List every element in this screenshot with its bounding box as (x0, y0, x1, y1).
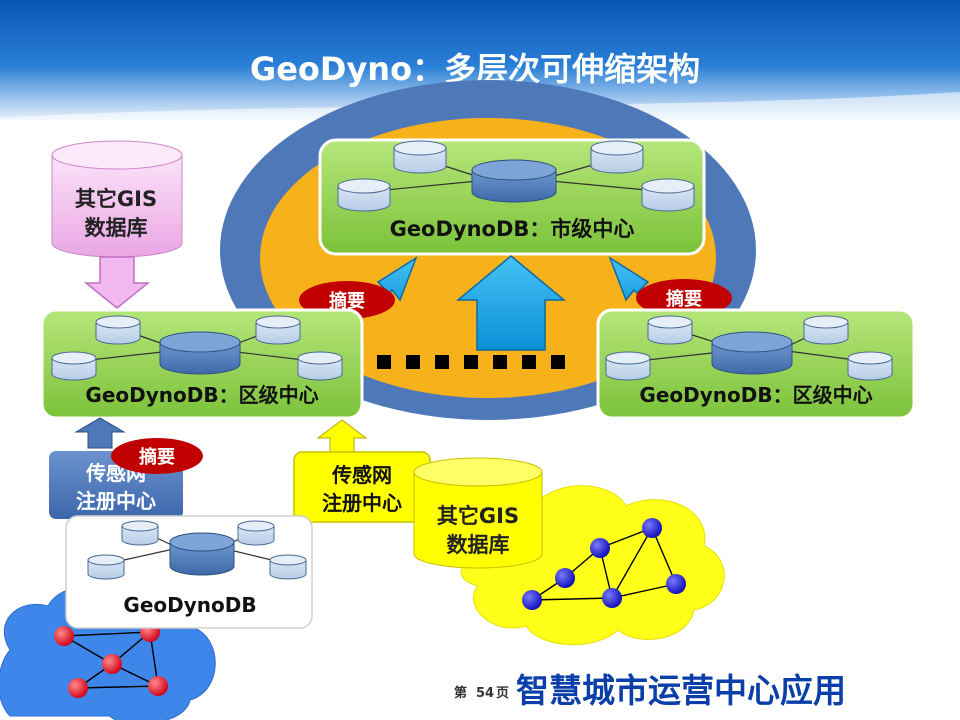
arrow-down-pink (83, 256, 151, 309)
database-icon (590, 140, 644, 174)
other-gis-db-top: 其它GIS 数据库 (51, 140, 183, 258)
database-icon (641, 178, 695, 212)
central-database-icon (169, 532, 235, 576)
page-suffix: 页 (496, 686, 509, 701)
database-icon (51, 351, 97, 381)
database-icon (237, 520, 275, 546)
arrow-up-blue-small (74, 417, 126, 449)
page-number: 54 (476, 686, 494, 701)
database-icon (337, 178, 391, 212)
database-icon (647, 315, 693, 345)
svg-text:摘要: 摘要 (666, 288, 702, 310)
svg-text:GeoDynoDB：区级中心: GeoDynoDB：区级中心 (639, 383, 872, 407)
database-icon (255, 315, 301, 345)
svg-text:其它GIS: 其它GIS (437, 504, 519, 528)
city-center-node: GeoDynoDB：市级中心 (318, 138, 706, 256)
central-database-icon (159, 331, 241, 375)
svg-text:摘要: 摘要 (139, 446, 175, 468)
summary-badge: 摘要 (636, 279, 732, 317)
svg-text:摘要: 摘要 (329, 290, 365, 312)
database-icon (269, 554, 307, 580)
database-icon (297, 351, 343, 381)
footer-brand: 智慧城市运营中心应用 (516, 671, 846, 710)
central-database-icon (471, 159, 557, 203)
footer: 第 54 页 智慧城市运营中心应用 (454, 671, 846, 710)
database-icon (847, 351, 893, 381)
svg-text:GeoDynoDB: GeoDynoDB (123, 593, 256, 617)
database-icon (803, 315, 849, 345)
page-prefix: 第 (454, 685, 467, 701)
svg-text:数据库: 数据库 (447, 533, 510, 557)
arrow-up-center (455, 255, 567, 351)
district-left-node: GeoDynoDB：区级中心 (40, 308, 364, 420)
svg-text:GeoDynoDB：区级中心: GeoDynoDB：区级中心 (85, 383, 318, 407)
svg-text:数据库: 数据库 (85, 216, 148, 240)
svg-text:传感网: 传感网 (331, 463, 392, 487)
svg-text:注册中心: 注册中心 (322, 491, 402, 515)
arrow-up-yellow-small (316, 419, 368, 453)
local-geodynodb-node: GeoDynoDB (65, 515, 313, 629)
district-right-node: GeoDynoDB：区级中心 (596, 308, 916, 420)
central-database-icon (711, 331, 793, 375)
database-icon (95, 315, 141, 345)
database-icon (393, 140, 447, 174)
ellipsis-dots (377, 355, 565, 369)
database-icon (87, 554, 125, 580)
svg-text:其它GIS: 其它GIS (75, 187, 157, 211)
city-center-label: GeoDynoDB：市级中心 (390, 217, 635, 241)
database-icon (121, 520, 159, 546)
summary-badge: 摘要 (111, 438, 203, 474)
database-icon (605, 351, 651, 381)
other-gis-db-bottom: 其它GIS 数据库 (413, 457, 543, 569)
svg-text:注册中心: 注册中心 (76, 489, 156, 513)
sensor-registry-yellow: 传感网 注册中心 (293, 451, 431, 523)
